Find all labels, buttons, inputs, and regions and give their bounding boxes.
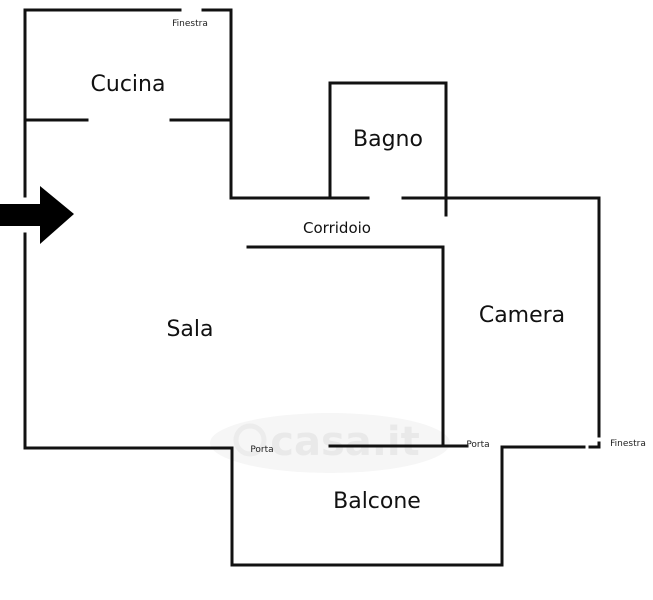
annotation-porta-sala: Porta xyxy=(250,445,273,455)
room-label-camera: Camera xyxy=(479,303,565,328)
watermark-logo-icon xyxy=(233,423,267,457)
room-label-balcone: Balcone xyxy=(333,489,421,514)
watermark-text: casa.it xyxy=(270,419,420,465)
annotation-finestra-camera: Finestra xyxy=(610,439,646,449)
room-label-sala: Sala xyxy=(166,317,213,342)
annotation-finestra-cucina: Finestra xyxy=(172,19,208,29)
walls-cucina xyxy=(23,8,233,200)
room-label-cucina: Cucina xyxy=(91,72,166,97)
room-label-bagno: Bagno xyxy=(353,127,423,152)
room-label-corridoio: Corridoio xyxy=(303,219,371,237)
entrance-arrow-icon xyxy=(0,186,74,244)
annotation-porta-camera: Porta xyxy=(466,440,489,450)
watermark: casa.it xyxy=(210,413,450,473)
